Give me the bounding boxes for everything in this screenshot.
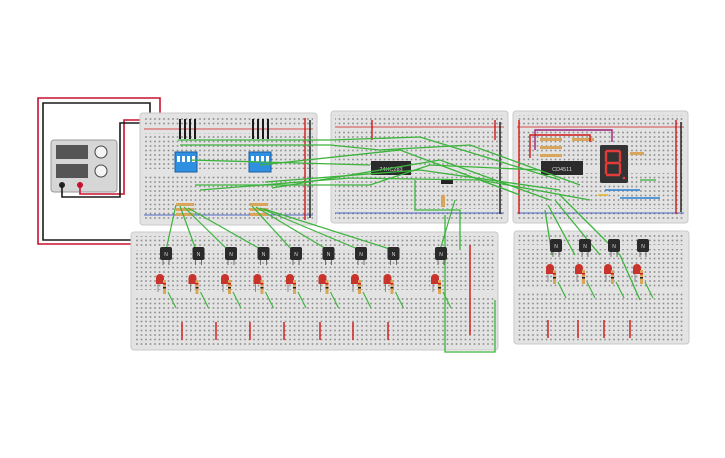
led-icon[interactable] [633, 264, 641, 274]
breadboard-right-bottom[interactable] [513, 230, 690, 345]
right-driver-cell[interactable]: N [604, 239, 625, 299]
left-driver-cell[interactable]: N [431, 247, 452, 309]
breadboard-left-top[interactable] [139, 112, 318, 226]
chip-decoder-label: CD4511 [552, 167, 572, 173]
transistor-icon[interactable] [355, 247, 367, 260]
breadboard-middle[interactable] [330, 110, 509, 224]
breadboard-left-bottom[interactable] [130, 231, 499, 351]
transistor-icon[interactable] [257, 247, 270, 260]
led-icon[interactable] [156, 274, 164, 284]
led-icon[interactable] [351, 274, 359, 284]
transistor-label: N [641, 244, 645, 250]
transistor-label: N [359, 252, 363, 258]
led-icon[interactable] [546, 264, 554, 274]
led-icon[interactable] [221, 274, 229, 284]
transistor-icon[interactable] [550, 239, 562, 252]
transistor-icon[interactable] [225, 247, 237, 260]
transistor-label: N [392, 252, 396, 258]
display-wires [529, 129, 660, 199]
led-icon[interactable] [253, 274, 262, 284]
transistor-label: N [197, 252, 201, 258]
transistor-icon[interactable] [160, 247, 172, 260]
carry-resistor [441, 180, 453, 207]
transistor-icon[interactable] [579, 239, 591, 252]
left-driver-cell[interactable]: N [156, 247, 177, 309]
transistor-icon[interactable] [637, 239, 649, 252]
voltage-knob-icon[interactable] [94, 145, 108, 159]
led-icon[interactable] [431, 274, 439, 284]
right-driver-cell[interactable]: N [633, 239, 654, 299]
transistor-label: N [439, 252, 443, 258]
left-driver-cell[interactable]: N [286, 247, 307, 309]
transistor-label: N [327, 252, 331, 258]
transistor-icon[interactable] [192, 247, 205, 260]
current-knob-icon[interactable] [94, 164, 108, 178]
transistor-icon[interactable] [322, 247, 335, 260]
segment-resistors [540, 138, 644, 157]
left-driver-cell[interactable]: N [351, 247, 372, 309]
transistor-label: N [583, 244, 587, 250]
led-icon[interactable] [575, 264, 583, 274]
left-driver-cell[interactable]: N [253, 247, 274, 309]
led-icon[interactable] [318, 274, 327, 284]
current-display [56, 164, 88, 178]
transistor-icon[interactable] [387, 247, 400, 260]
transistor-icon[interactable] [290, 247, 302, 260]
right-driver-cell[interactable]: N [546, 239, 567, 299]
left-driver-cell[interactable]: N [221, 247, 242, 309]
seven-segment-display-icon[interactable] [600, 145, 628, 183]
led-icon[interactable] [604, 264, 612, 274]
transistor-label: N [262, 252, 266, 258]
signal-wires [178, 136, 656, 353]
left-driver-cell[interactable]: N [318, 247, 339, 309]
transistor-label: N [294, 252, 298, 258]
left-driver-cell[interactable]: N [383, 247, 404, 309]
transistor-label: N [612, 244, 616, 250]
power-supply[interactable] [50, 139, 118, 193]
dip-switch-a[interactable] [174, 151, 198, 173]
chip-adder-label: 74HC283 [379, 167, 402, 173]
led-icon[interactable] [383, 274, 392, 284]
led-icon[interactable] [188, 274, 197, 284]
input-pull-wires [179, 119, 269, 139]
chip-decoder[interactable]: CD4511 [541, 161, 583, 175]
voltage-display [56, 145, 88, 159]
left-driver-cell[interactable]: N [188, 247, 209, 309]
transistor-label: N [164, 252, 168, 258]
driver-wires [165, 199, 456, 251]
right-driver-cell[interactable]: N [575, 239, 596, 299]
led-icon[interactable] [286, 274, 294, 284]
transistor-label: N [229, 252, 233, 258]
transistor-icon[interactable] [435, 247, 447, 260]
transistor-icon[interactable] [608, 239, 620, 252]
chip-decoder-body [541, 161, 583, 175]
bottom-rail-jumpers [181, 245, 631, 340]
transistor-label: N [554, 244, 558, 250]
